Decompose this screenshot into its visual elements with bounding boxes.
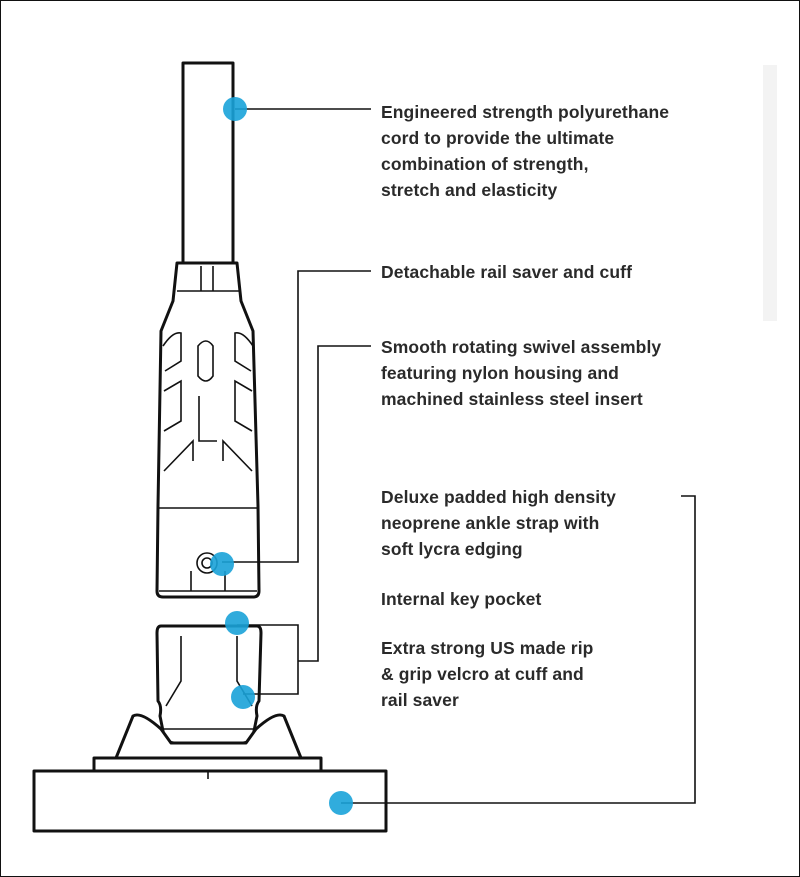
background-panel — [763, 65, 777, 321]
dot-velcro — [231, 685, 255, 709]
callout-line: combination of strength, — [381, 154, 589, 174]
callout-cord: Engineered strength polyurethane cord to… — [381, 99, 669, 203]
callout-rail-saver: Detachable rail saver and cuff — [381, 259, 632, 285]
leash-device — [32, 61, 388, 833]
dot-key-pocket — [225, 611, 249, 635]
swivel-housing — [155, 624, 263, 745]
callout-line: stretch and elasticity — [381, 180, 558, 200]
callout-velcro: Extra strong US made rip & grip velcro a… — [381, 635, 593, 713]
callout-line: & grip velcro at cuff and — [381, 664, 584, 684]
callout-line: Smooth rotating swivel assembly — [381, 337, 662, 357]
leader-ankle-strap — [341, 495, 696, 804]
leader-rail-saver — [222, 270, 371, 563]
dot-ankle-strap — [329, 791, 353, 815]
callout-line: neoprene ankle strap with — [381, 513, 600, 533]
detail-lines — [159, 266, 257, 779]
callout-line: Engineered strength polyurethane — [381, 102, 670, 122]
callout-line: Deluxe padded high density — [381, 487, 616, 507]
leader-velcro-bracket — [237, 624, 299, 695]
dot-cord — [223, 97, 247, 121]
callout-line: Detachable rail saver and cuff — [381, 262, 633, 282]
callout-line: machined stainless steel insert — [381, 389, 643, 409]
callout-line: rail saver — [381, 690, 459, 710]
cord — [181, 61, 235, 265]
base-plate — [92, 756, 323, 773]
callout-line: featuring nylon housing and — [381, 363, 619, 383]
leader-swivel — [298, 345, 371, 662]
callout-dots — [210, 97, 353, 815]
callout-key-pocket: Internal key pocket — [381, 586, 541, 612]
callout-line: soft lycra edging — [381, 539, 523, 559]
board — [32, 769, 388, 833]
callout-ankle-strap: Deluxe padded high density neoprene ankl… — [381, 484, 616, 562]
dot-swivel — [210, 552, 234, 576]
rail-saver-cuff — [155, 261, 261, 599]
base-feet — [114, 713, 303, 760]
leader-lines — [222, 108, 696, 804]
callout-line: cord to provide the ultimate — [381, 128, 615, 148]
callout-line: Internal key pocket — [381, 589, 542, 609]
callout-swivel: Smooth rotating swivel assembly featurin… — [381, 334, 661, 412]
callout-line: Extra strong US made rip — [381, 638, 594, 658]
